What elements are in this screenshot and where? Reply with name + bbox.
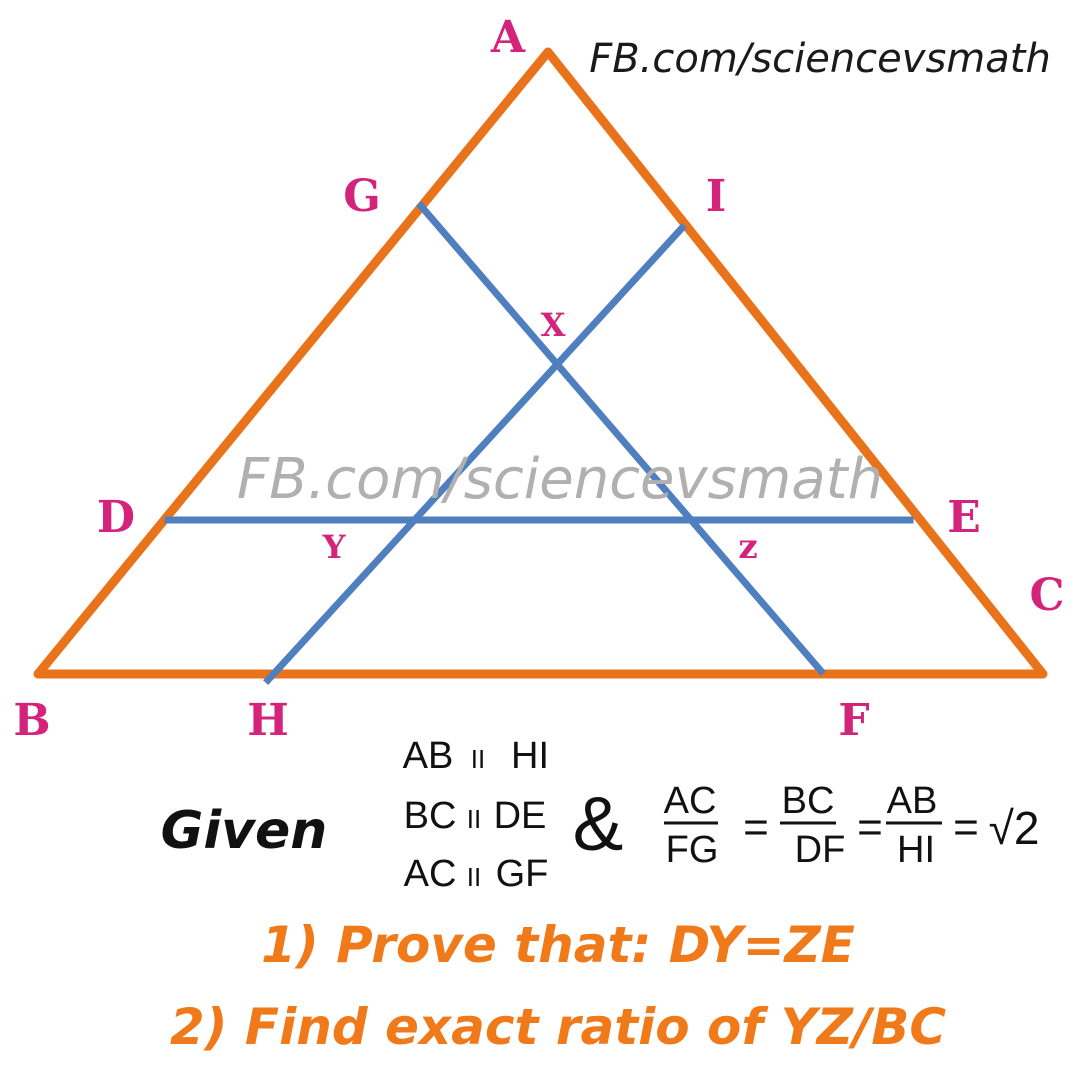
fraction-3-numerator: AB <box>887 780 938 822</box>
fraction-2-denominator: DF <box>795 829 846 871</box>
condition-1-parallel: II <box>471 744 485 774</box>
condition-1-left: AB <box>403 735 454 777</box>
given-label: Given <box>161 801 328 861</box>
fraction-3-denominator: HI <box>897 829 935 871</box>
label-e: E <box>947 492 981 543</box>
label-x: X <box>541 306 566 344</box>
task-2: 2) Find exact ratio of YZ/BC <box>170 998 947 1056</box>
equals-1: = <box>743 803 769 852</box>
label-y: Y <box>322 528 347 566</box>
equals-3: = <box>953 803 979 852</box>
label-b: B <box>13 695 50 746</box>
watermark-top: FB.com/sciencevsmath <box>589 36 1051 82</box>
condition-2-left: BC <box>404 795 457 837</box>
fraction-1-denominator: FG <box>666 829 719 871</box>
condition-3-right: GF <box>496 853 549 895</box>
watermark-center: FB.com/sciencevsmath <box>237 447 883 512</box>
label-h: H <box>247 695 289 746</box>
triangle-abc <box>33 47 1048 679</box>
label-c: C <box>1029 570 1064 621</box>
condition-1-right: HI <box>511 735 549 777</box>
label-d: D <box>97 492 135 543</box>
condition-3-parallel: II <box>467 862 481 892</box>
label-g: G <box>343 171 381 222</box>
ratio-value: √2 <box>989 802 1040 854</box>
task-1: 1) Prove that: DY=ZE <box>261 916 855 974</box>
condition-3-left: AC <box>404 853 457 895</box>
fraction-1-numerator: AC <box>664 780 717 822</box>
segment-hi <box>263 223 687 685</box>
ampersand: & <box>573 782 624 867</box>
label-i: I <box>706 171 727 222</box>
label-f: F <box>838 695 869 746</box>
equals-2: = <box>857 803 883 852</box>
condition-2-right: DE <box>494 795 547 837</box>
segment-gf <box>416 201 826 676</box>
condition-2-parallel: II <box>467 804 481 834</box>
label-a: A <box>490 12 526 63</box>
fraction-2-numerator: BC <box>782 780 835 822</box>
label-z: z <box>738 527 757 567</box>
